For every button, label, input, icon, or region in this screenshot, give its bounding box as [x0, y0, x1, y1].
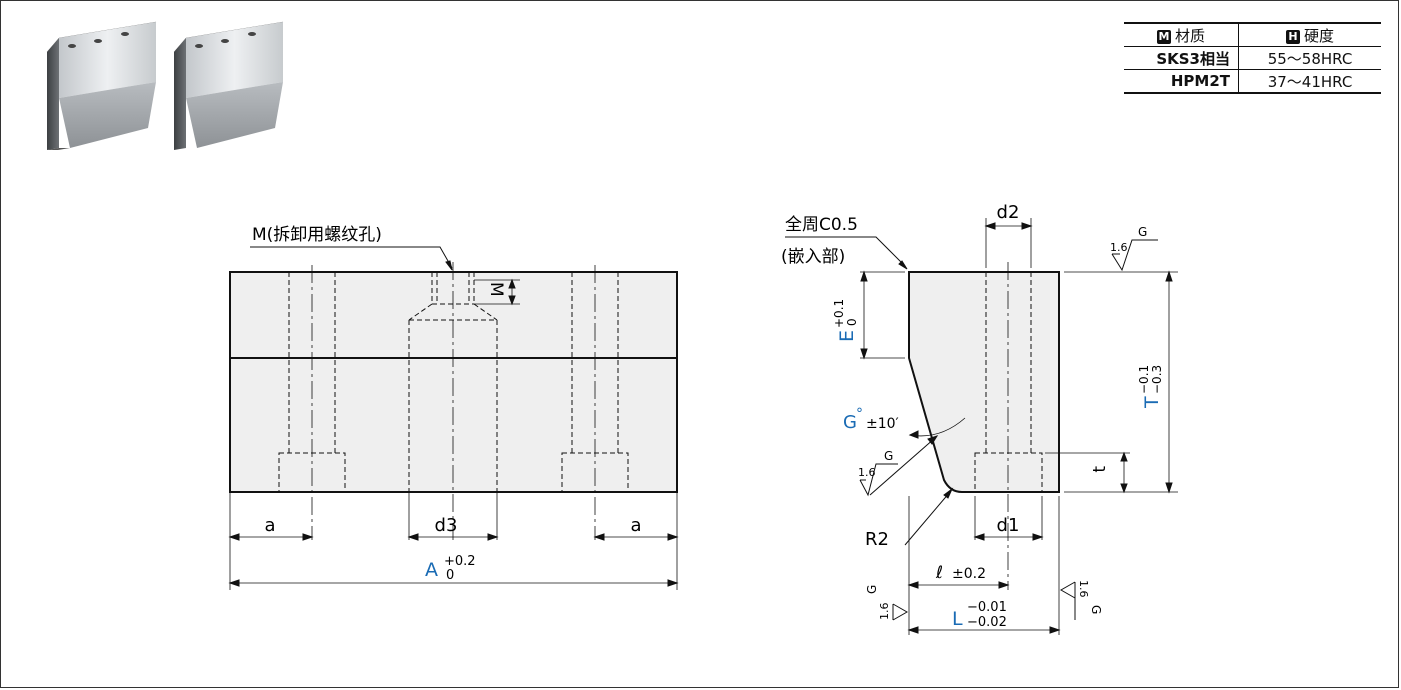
material-cell: SKS3相当 [1124, 46, 1239, 70]
side-view-hole [974, 272, 1043, 493]
material-badge-icon: M [1156, 29, 1171, 44]
roughness-symbol-top [1111, 239, 1158, 272]
d1-label: d1 [997, 515, 1020, 536]
T-tol-upper: −0.1 [1137, 365, 1151, 394]
m-dim-label: M [486, 282, 506, 297]
side-view-body [908, 271, 1060, 493]
product-photo-block-2 [173, 21, 284, 150]
rough-bl-grade: G [865, 585, 879, 594]
table-row: HPM2T 37〜41HRC [1124, 69, 1381, 94]
a-right-label: a [630, 515, 641, 536]
table-row: SKS3相当 55〜58HRC [1124, 46, 1381, 70]
chamfer-note: 全周C0.5 [785, 215, 858, 235]
product-photo-block-1 [46, 21, 157, 150]
rough-top-value: 1.6 [1110, 241, 1128, 254]
rough-br-value: 1.6 [1077, 580, 1090, 598]
E-tol-lower: 0 [845, 318, 859, 326]
d2-label: d2 [997, 202, 1020, 223]
roughness-symbol-left [859, 463, 898, 497]
d3-label: d3 [435, 515, 458, 536]
rough-bl-value: 1.6 [878, 603, 891, 621]
hole-label: M(拆卸用螺纹孔) [252, 225, 382, 245]
G-tol: ±10′ [866, 416, 899, 432]
chamfer-note-2: (嵌入部) [781, 247, 845, 267]
A-tol-upper: +0.2 [444, 554, 476, 569]
hardness-cell: 55〜58HRC [1238, 46, 1381, 70]
t-dim-label: t [1090, 466, 1110, 473]
front-view-body [229, 271, 678, 493]
rough-left-value: 1.6 [858, 466, 876, 479]
front-view-labels: M(拆卸用螺纹孔) M a d3 a A +0.2 0 [252, 225, 642, 583]
roughness-symbol-bottom-left [892, 603, 909, 621]
A-tol-lower: 0 [446, 568, 454, 583]
A-dim-label: A [425, 559, 438, 581]
rough-br-grade: G [1089, 605, 1103, 614]
hardness-badge-icon: H [1285, 29, 1300, 44]
G-angle-label: G [843, 412, 857, 433]
rough-left-grade: G [884, 449, 893, 463]
side-view-labels: 全周C0.5 (嵌入部) d2 1.6 G E +0.1 0 T −0.1 −0… [781, 202, 1164, 630]
L-tol-lower: −0.02 [967, 615, 1007, 630]
rough-top-grade: G [1138, 225, 1147, 239]
roughness-symbol-bottom-right [1059, 581, 1076, 620]
front-view [228, 246, 679, 590]
L-tol-upper: −0.01 [967, 600, 1007, 615]
G-deg-mark: ° [856, 406, 863, 422]
E-dim-label: E [836, 330, 858, 342]
T-tol-lower: −0.3 [1150, 365, 1164, 394]
T-dim-label: T [1141, 396, 1163, 409]
E-tol-upper: +0.1 [832, 299, 846, 328]
a-left-label: a [264, 515, 275, 536]
l-tol: ±0.2 [952, 566, 986, 582]
side-view [785, 218, 1178, 635]
l-label: ℓ [935, 563, 943, 583]
L-dim-label: L [952, 608, 963, 630]
R2-label: R2 [865, 529, 889, 550]
material-cell: HPM2T [1124, 69, 1239, 94]
hardness-cell: 37〜41HRC [1238, 69, 1381, 94]
